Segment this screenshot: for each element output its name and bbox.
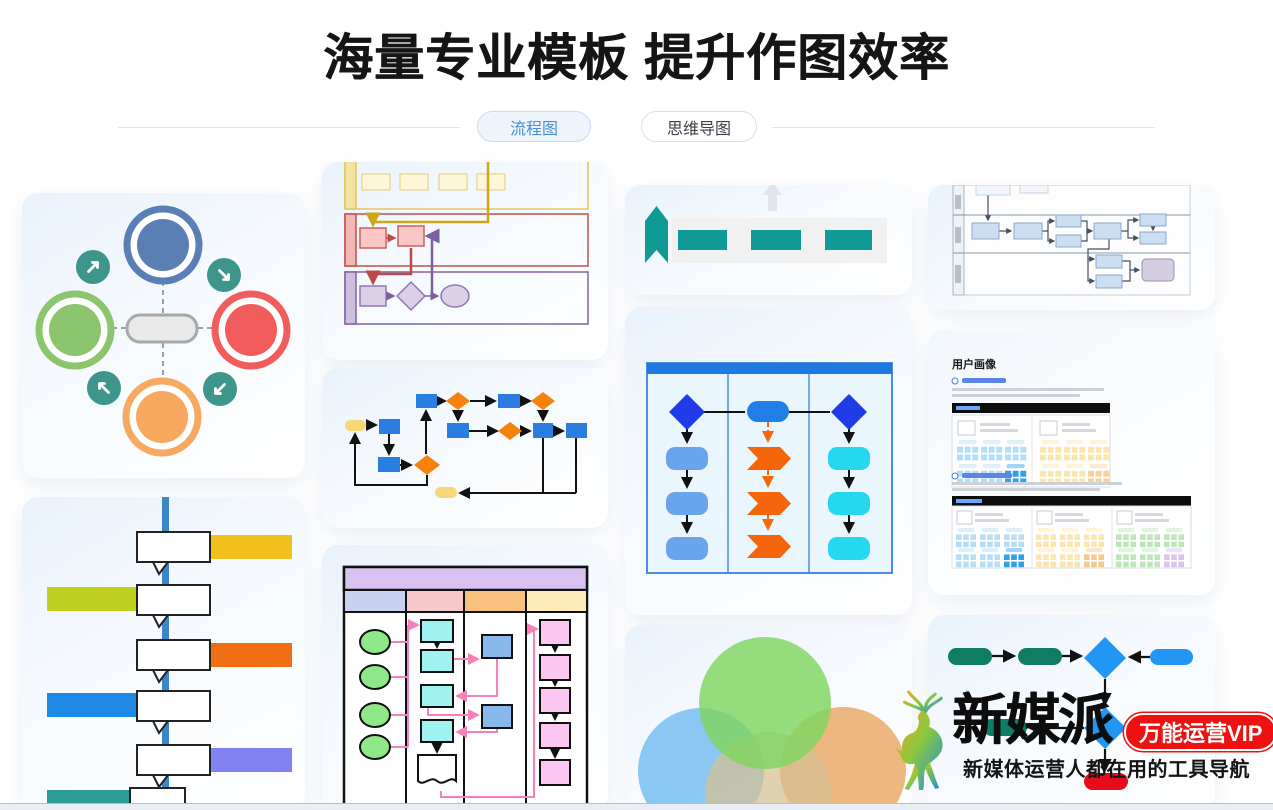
ring-node-orange bbox=[122, 377, 202, 457]
ring-node-red bbox=[211, 290, 291, 370]
tabs-divider-right bbox=[772, 127, 1155, 128]
board-nodes bbox=[359, 619, 571, 786]
template-card-blue-orange-flowchart[interactable] bbox=[322, 368, 608, 528]
template-card-kanban-swimlane[interactable] bbox=[322, 545, 608, 810]
center-node bbox=[125, 313, 199, 344]
swimlane-nodes bbox=[666, 394, 870, 560]
venn-diagram-thumbnail bbox=[638, 637, 906, 810]
rotate-arrow-badges bbox=[76, 250, 241, 406]
connector-purple bbox=[424, 228, 440, 296]
teal-blue-flowchart-thumbnail bbox=[948, 637, 1193, 790]
lane-red bbox=[344, 213, 589, 267]
template-card-finance-swimlane[interactable] bbox=[928, 185, 1215, 310]
tab-flowchart[interactable]: 流程图 bbox=[477, 111, 591, 142]
teal-banner-thumbnail bbox=[645, 185, 887, 263]
lane-purple bbox=[344, 271, 589, 325]
persona-panel-2 bbox=[951, 496, 1192, 569]
section-2-header bbox=[951, 472, 1122, 491]
user-persona-thumbnail: 用户画像 bbox=[951, 357, 1192, 569]
bookmark-shape bbox=[645, 206, 668, 263]
teal-bars bbox=[678, 230, 872, 250]
template-card-teal-banner[interactable] bbox=[625, 185, 912, 295]
connectors bbox=[985, 195, 1156, 284]
tab-mindmap[interactable]: 思维导图 bbox=[641, 111, 757, 142]
persona-doc-title: 用户画像 bbox=[952, 357, 997, 371]
template-card-venn-diagram[interactable] bbox=[625, 625, 912, 810]
ring-node-green bbox=[35, 290, 115, 370]
horizontal-swimlane-thumbnail bbox=[344, 162, 589, 325]
connectors bbox=[992, 649, 1150, 773]
finance-swimlane-thumbnail bbox=[952, 185, 1191, 296]
pink-connectors bbox=[390, 619, 539, 798]
template-card-horizontal-swimlane[interactable] bbox=[322, 162, 608, 360]
template-card-teal-blue-flowchart[interactable] bbox=[928, 615, 1215, 810]
template-card-vertical-timeline[interactable] bbox=[22, 497, 305, 810]
template-card-vertical-swimlane[interactable] bbox=[625, 307, 912, 615]
venn-circles bbox=[638, 637, 906, 810]
section-1-header bbox=[951, 377, 1104, 397]
connector-yellow bbox=[365, 162, 490, 228]
lane-yellow bbox=[344, 162, 589, 210]
template-card-circular-diagram[interactable] bbox=[22, 193, 305, 478]
tabs-divider-left bbox=[118, 127, 460, 128]
circular-diagram-thumbnail bbox=[35, 205, 291, 457]
kanban-swimlane-thumbnail bbox=[342, 565, 589, 809]
vertical-swimlane-thumbnail bbox=[646, 362, 893, 574]
page-title: 海量专业模板 提升作图效率 bbox=[323, 30, 950, 86]
bottom-section-divider bbox=[0, 803, 1273, 810]
timeline-rows bbox=[47, 531, 292, 810]
template-card-user-persona[interactable]: 用户画像 bbox=[928, 330, 1215, 595]
connector-red bbox=[365, 248, 413, 286]
flow-nodes bbox=[948, 637, 1193, 790]
black-connectors bbox=[681, 411, 855, 534]
ring-node-blue bbox=[123, 205, 203, 285]
connectors bbox=[349, 395, 577, 499]
ghost-arrow bbox=[763, 185, 782, 211]
blue-orange-flowchart-thumbnail bbox=[345, 392, 587, 499]
flow-boxes bbox=[971, 185, 1175, 289]
timeline-thumbnail bbox=[47, 497, 292, 810]
flow-nodes bbox=[345, 392, 587, 498]
